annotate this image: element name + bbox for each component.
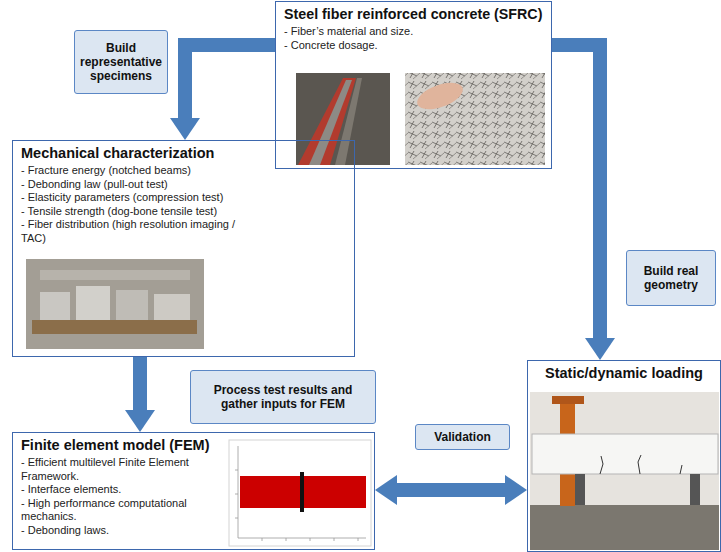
specimen (154, 294, 190, 320)
step-label: Build real geometry (626, 250, 716, 306)
flow-arrow (397, 483, 505, 497)
specimen-photo (26, 259, 204, 349)
photo-ground (530, 392, 719, 550)
step-label-text: Validation (434, 430, 491, 444)
bullet-text: - Concrete dosage. (284, 39, 546, 53)
bullet-text: - Efficient multilevel Finite Element Fr… (21, 456, 231, 483)
step-label: Process test results and gather inputs f… (190, 370, 376, 424)
step-label-text: Process test results and gather inputs f… (196, 383, 370, 411)
box-heading: Static/dynamic loading (536, 364, 712, 382)
bullet-text: - High performance computational mechani… (21, 497, 231, 524)
mould-rail (335, 78, 362, 165)
pallet (32, 320, 197, 334)
bullet-text: - Fiber’s material and size. (284, 25, 546, 39)
box-heading: Steel fiber reinforced concrete (SFRC) (284, 5, 543, 23)
fem-plot (229, 440, 371, 546)
cracks (600, 455, 682, 474)
bullet-text: - Debonding laws. (21, 524, 231, 538)
support (690, 474, 700, 505)
flow-arrow (133, 357, 147, 410)
box-heading: Finite element model (FEM) (21, 436, 366, 454)
photo-ground (26, 259, 204, 349)
step-label-text: Build real geometry (632, 264, 710, 292)
step-label-text: Build representative specimens (80, 41, 162, 83)
step-label: Build representative specimens (74, 30, 168, 94)
plot-frame (229, 440, 371, 546)
photo-ground (405, 73, 545, 165)
bullet-text: - Fiber distribution (high resolution im… (21, 218, 236, 245)
fiber-photo (405, 73, 545, 165)
specimen (76, 286, 110, 320)
hand (414, 77, 467, 114)
photo-ground (296, 73, 390, 165)
crack (300, 472, 304, 512)
loading-frame (552, 396, 584, 404)
material-box: Steel fiber reinforced concrete (SFRC) - … (275, 1, 552, 169)
flow-arrow (552, 45, 600, 338)
support (575, 474, 585, 505)
specimen (116, 290, 148, 320)
loading-box: Static/dynamic loading (527, 360, 721, 552)
mould-photo (296, 73, 390, 165)
bullet-text: - Elasticity parameters (compression tes… (21, 191, 236, 205)
specimen-row (40, 270, 190, 280)
flow-arrow (185, 45, 275, 118)
steel-fibers (405, 73, 545, 165)
beam-test-photo (530, 392, 719, 550)
bullet-text: - Fracture energy (notched beams) (21, 164, 236, 178)
model-box: Finite element model (FEM) - Efficient mu… (12, 432, 375, 550)
bullet-text: - Debonding law (pull-out test) (21, 178, 236, 192)
step-label: Validation (415, 424, 510, 450)
bullet-text: - Tensile strength (dog-bone tensile tes… (21, 205, 236, 219)
characterization-box: Mechanical characterization - Fracture en… (12, 140, 355, 357)
box-heading: Mechanical characterization (21, 144, 346, 162)
concrete-beam (532, 434, 718, 474)
plot-axis (238, 538, 366, 539)
bullet-text: - Interface elements. (21, 483, 231, 497)
specimen (40, 292, 70, 320)
lab-floor (530, 505, 719, 550)
plot-axis (238, 446, 239, 538)
